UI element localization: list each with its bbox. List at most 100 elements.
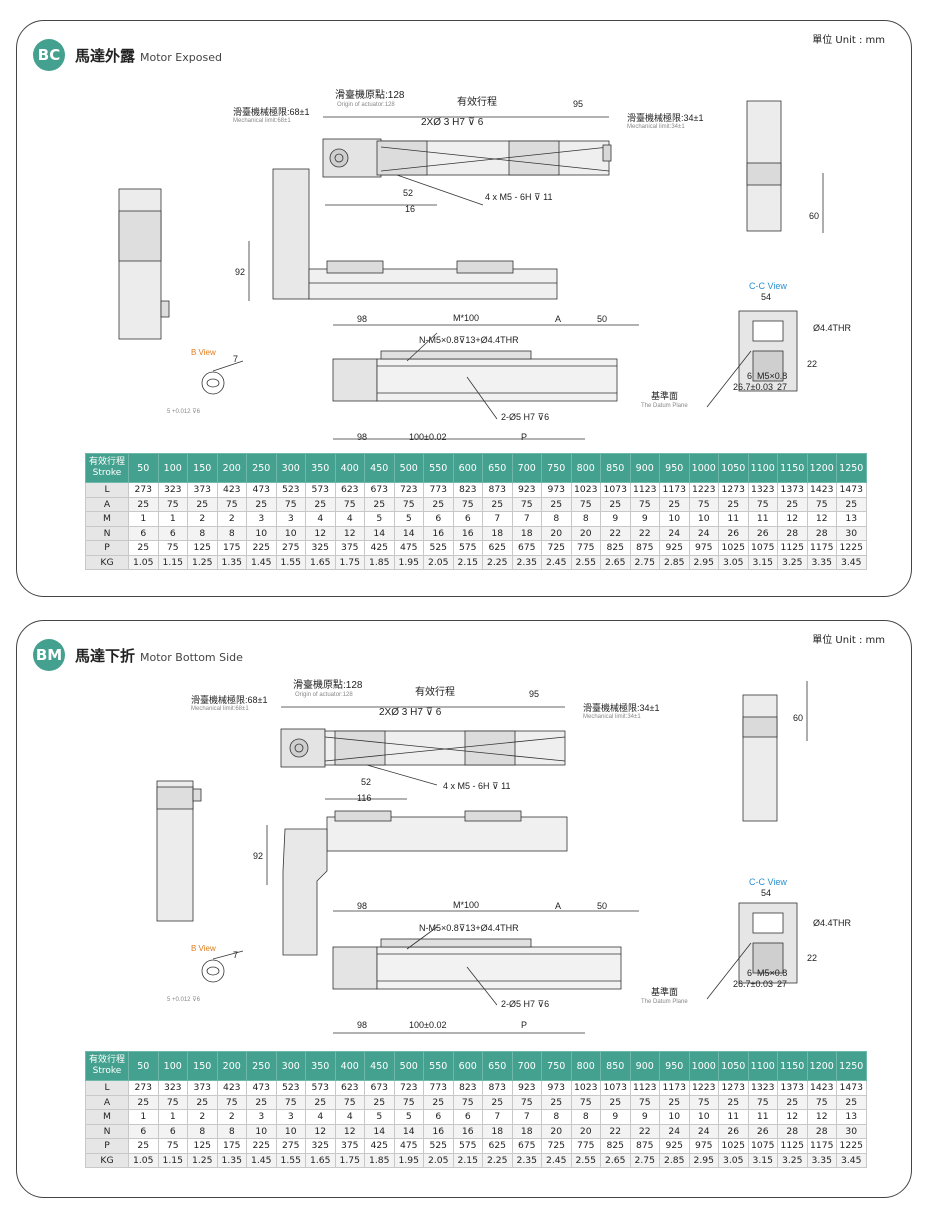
table-cell: 75	[275, 496, 306, 512]
table-cell: 3.45	[836, 1152, 867, 1168]
stroke-column-header: 1200	[806, 1051, 837, 1081]
table-cell: 16	[423, 525, 454, 541]
table-cell: 1.55	[275, 1152, 306, 1168]
stroke-column-header: 300	[275, 1051, 306, 1081]
table-cell: 625	[482, 540, 513, 556]
table-cell: 6	[423, 1109, 454, 1125]
dim-60: 60	[809, 211, 819, 221]
carriage-left	[376, 140, 428, 176]
table-cell: 1373	[777, 1080, 808, 1096]
table-cell: 75	[157, 1094, 188, 1110]
dim-100: 100±0.02	[409, 1020, 446, 1030]
carriage-right	[508, 140, 560, 176]
table-cell: 2.15	[452, 554, 483, 570]
table-cell: 16	[423, 1123, 454, 1139]
dim-98: 98	[357, 314, 367, 324]
table-cell: 1023	[570, 482, 601, 498]
table-cell: 575	[452, 540, 483, 556]
table-cell: 673	[364, 1080, 395, 1096]
row-label: L	[85, 482, 129, 498]
cc-m5: M5×0.8	[757, 968, 787, 978]
table-cell: 723	[393, 1080, 424, 1096]
dim-60: 60	[793, 713, 803, 723]
table-cell: 8	[541, 511, 572, 527]
table-cell: 25	[246, 496, 277, 512]
table-cell: 275	[275, 1138, 306, 1154]
table-cell: 75	[688, 1094, 719, 1110]
stroke-column-header: 850	[600, 1051, 631, 1081]
table-cell: 375	[334, 1138, 365, 1154]
stroke-column-header: 750	[541, 1051, 572, 1081]
table-cell: 423	[216, 482, 247, 498]
cc-view-label: C-C View	[749, 877, 787, 887]
table-cell: 573	[305, 482, 336, 498]
table-cell: 24	[688, 1123, 719, 1139]
table-cell: 973	[541, 1080, 572, 1096]
table-cell: 3.05	[718, 1152, 749, 1168]
dim-98b: 98	[357, 1020, 367, 1030]
table-cell: 12	[305, 525, 336, 541]
table-cell: 10	[688, 511, 719, 527]
table-cell: 325	[305, 540, 336, 556]
table-cell: 25	[128, 1094, 159, 1110]
b-tolerance: 5 +0.012 ⊽6	[167, 996, 201, 1003]
table-cell: 7	[511, 1109, 542, 1125]
table-cell: 1423	[806, 1080, 837, 1096]
cc-thr: Ø4.4THR	[813, 323, 852, 333]
table-cell: 623	[334, 482, 365, 498]
technical-drawing: 滑臺機原點:128 Origin of actuator:128 有效行程 滑臺…	[156, 678, 852, 1034]
stroke-column-header: 550	[423, 453, 454, 483]
table-cell: 75	[747, 1094, 778, 1110]
table-cell: 2	[187, 1109, 218, 1125]
table-cell: 3.35	[806, 554, 837, 570]
table-cell: 7	[511, 511, 542, 527]
table-cell: 18	[482, 525, 513, 541]
table-cell: 1.05	[128, 1152, 159, 1168]
table-cell: 1225	[836, 540, 867, 556]
table-cell: 20	[541, 1123, 572, 1139]
table-cell: 12	[806, 511, 837, 527]
table-cell: 75	[157, 540, 188, 556]
table-cell: 575	[452, 1138, 483, 1154]
table-cell: 75	[747, 496, 778, 512]
table-cell: 75	[629, 1094, 660, 1110]
stroke-column-header: 150	[187, 1051, 218, 1081]
table-cell: 1.05	[128, 554, 159, 570]
table-cell: 22	[600, 1123, 631, 1139]
table-cell: 25	[128, 540, 159, 556]
table-cell: 3.45	[836, 554, 867, 570]
table-cell: 2.85	[659, 554, 690, 570]
table-cell: 1.75	[334, 1152, 365, 1168]
table-cell: 1173	[659, 482, 690, 498]
motor-front-view	[272, 168, 310, 300]
table-cell: 2.45	[541, 554, 572, 570]
table-cell: 7	[482, 511, 513, 527]
stroke-header-cn: 有效行程	[88, 1055, 125, 1065]
table-cell: 4	[334, 511, 365, 527]
table-cell: 8	[187, 1123, 218, 1139]
table-cell: 5	[364, 1109, 395, 1125]
table-cell: 573	[305, 1080, 336, 1096]
table-cell: 25	[187, 1094, 218, 1110]
table-cell: 12	[777, 1109, 808, 1125]
table-cell: 1025	[718, 1138, 749, 1154]
rail-bottom-view	[376, 358, 618, 402]
cc-dim-54: 54	[761, 292, 771, 302]
table-cell: 175	[216, 1138, 247, 1154]
table-cell: 30	[836, 1123, 867, 1139]
table-cell: 975	[688, 1138, 719, 1154]
table-cell: 1.75	[334, 554, 365, 570]
table-cell: 225	[246, 540, 277, 556]
table-cell: 6	[157, 525, 188, 541]
table-cell: 1473	[836, 482, 867, 498]
table-cell: 775	[570, 1138, 601, 1154]
table-cell: 25	[777, 496, 808, 512]
dim-100: 100±0.02	[409, 432, 446, 442]
